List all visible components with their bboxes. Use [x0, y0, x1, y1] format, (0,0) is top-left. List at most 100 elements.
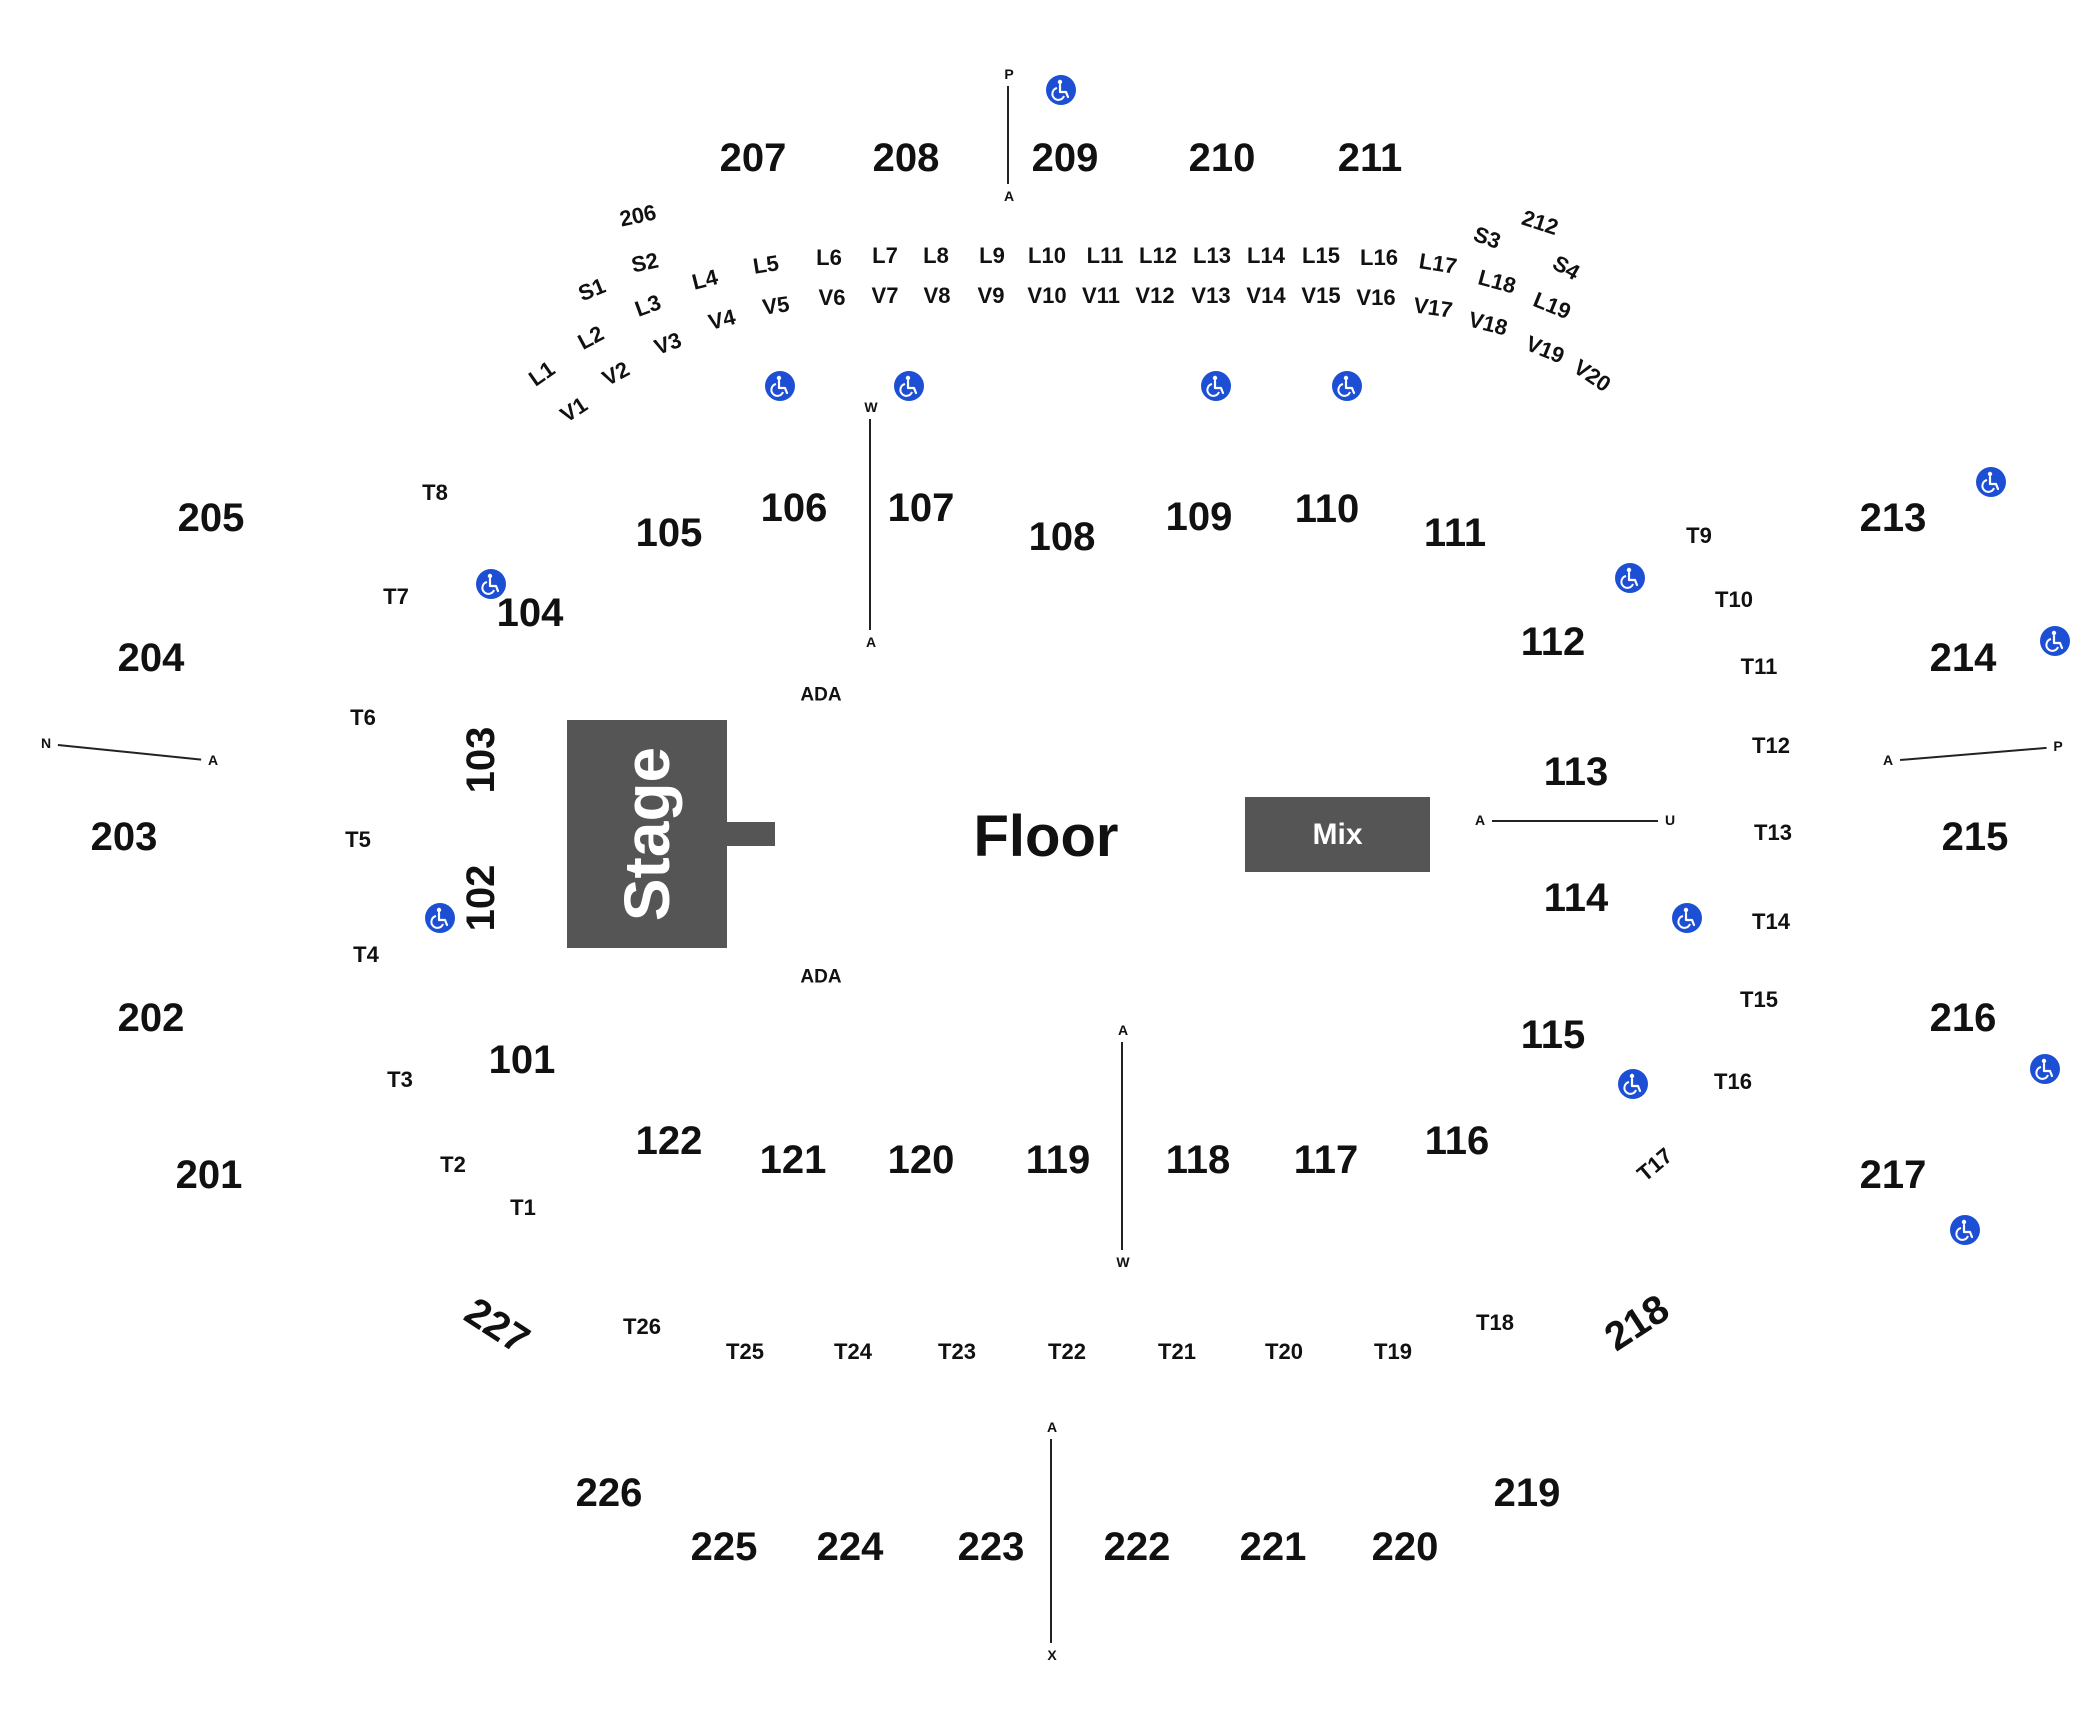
section-214[interactable]: 214: [1929, 636, 1997, 680]
section-113[interactable]: 113: [1543, 750, 1609, 794]
table-section-t1[interactable]: T1: [510, 1195, 536, 1220]
section-121[interactable]: 121: [759, 1138, 827, 1182]
box-v7[interactable]: V7: [871, 283, 899, 308]
section-209[interactable]: 209: [1031, 136, 1099, 180]
section-217[interactable]: 217: [1859, 1153, 1927, 1197]
box-v19[interactable]: V19: [1522, 330, 1569, 369]
box-v16[interactable]: V16: [1356, 285, 1396, 310]
section-227[interactable]: 227: [457, 1289, 537, 1363]
box-l9[interactable]: L9: [979, 243, 1005, 268]
box-l17[interactable]: L17: [1417, 248, 1459, 279]
box-l14[interactable]: L14: [1247, 243, 1285, 268]
section-104[interactable]: 104: [496, 591, 564, 635]
table-section-t21[interactable]: T21: [1158, 1339, 1196, 1364]
section-103[interactable]: 103: [459, 726, 503, 794]
box-v5[interactable]: V5: [760, 291, 791, 320]
section-106[interactable]: 106: [760, 486, 828, 530]
table-section-t25[interactable]: T25: [726, 1339, 764, 1364]
section-122[interactable]: 122: [635, 1119, 703, 1163]
table-section-t6[interactable]: T6: [350, 705, 376, 730]
section-119[interactable]: 119: [1025, 1138, 1091, 1182]
section-114[interactable]: 114: [1543, 876, 1609, 920]
box-s1[interactable]: S1: [574, 272, 609, 307]
box-v13[interactable]: V13: [1191, 283, 1231, 308]
section-203[interactable]: 203: [90, 815, 158, 859]
section-120[interactable]: 120: [887, 1138, 955, 1182]
box-s4[interactable]: S4: [1548, 250, 1585, 286]
table-section-t16[interactable]: T16: [1714, 1069, 1752, 1094]
box-v9[interactable]: V9: [977, 283, 1005, 308]
section-221[interactable]: 221: [1239, 1525, 1307, 1569]
section-110[interactable]: 110: [1294, 487, 1360, 531]
table-section-t18[interactable]: T18: [1476, 1310, 1514, 1335]
section-215[interactable]: 215: [1941, 815, 2009, 859]
section-108[interactable]: 108: [1028, 515, 1096, 559]
section-206[interactable]: 206: [617, 199, 659, 232]
box-l2[interactable]: L2: [573, 320, 608, 355]
section-223[interactable]: 223: [957, 1525, 1025, 1569]
box-v20[interactable]: V20: [1569, 354, 1616, 397]
table-section-t4[interactable]: T4: [353, 942, 379, 967]
table-section-t3[interactable]: T3: [387, 1067, 413, 1092]
table-section-t11[interactable]: T11: [1740, 654, 1778, 679]
table-section-t8[interactable]: T8: [422, 480, 448, 505]
table-section-t2[interactable]: T2: [440, 1152, 466, 1177]
section-213[interactable]: 213: [1859, 496, 1927, 540]
table-section-t15[interactable]: T15: [1740, 987, 1778, 1012]
section-225[interactable]: 225: [690, 1525, 758, 1569]
box-v6[interactable]: V6: [818, 285, 846, 310]
table-section-t23[interactable]: T23: [938, 1339, 976, 1364]
box-v10[interactable]: V10: [1027, 283, 1067, 308]
section-107[interactable]: 107: [887, 486, 955, 530]
box-l1[interactable]: L1: [524, 355, 560, 392]
section-116[interactable]: 116: [1424, 1119, 1490, 1163]
section-210[interactable]: 210: [1188, 136, 1256, 180]
box-v17[interactable]: V17: [1411, 292, 1455, 323]
box-v12[interactable]: V12: [1135, 283, 1175, 308]
box-v3[interactable]: V3: [650, 327, 685, 360]
table-section-t17[interactable]: T17: [1632, 1142, 1678, 1187]
section-205[interactable]: 205: [177, 496, 245, 540]
box-v11[interactable]: V11: [1082, 283, 1120, 308]
section-220[interactable]: 220: [1371, 1525, 1439, 1569]
section-218[interactable]: 218: [1597, 1286, 1677, 1360]
box-l6[interactable]: L6: [816, 245, 842, 270]
box-l8[interactable]: L8: [923, 243, 949, 268]
box-v15[interactable]: V15: [1301, 283, 1341, 308]
box-l10[interactable]: L10: [1028, 243, 1066, 268]
box-s3[interactable]: S3: [1470, 221, 1505, 254]
box-l18[interactable]: L18: [1475, 264, 1519, 299]
table-section-t10[interactable]: T10: [1715, 587, 1753, 612]
section-118[interactable]: 118: [1165, 1138, 1231, 1182]
section-117[interactable]: 117: [1293, 1138, 1359, 1182]
table-section-t7[interactable]: T7: [383, 584, 409, 609]
box-l13[interactable]: L13: [1193, 243, 1231, 268]
box-s2[interactable]: S2: [629, 247, 661, 278]
table-section-t19[interactable]: T19: [1374, 1339, 1412, 1364]
box-l12[interactable]: L12: [1139, 243, 1177, 268]
section-207[interactable]: 207: [719, 136, 787, 180]
table-section-t22[interactable]: T22: [1048, 1339, 1086, 1364]
section-208[interactable]: 208: [872, 136, 940, 180]
table-section-t13[interactable]: T13: [1754, 820, 1792, 845]
box-l7[interactable]: L7: [872, 243, 898, 268]
section-202[interactable]: 202: [117, 996, 185, 1040]
box-l4[interactable]: L4: [689, 264, 721, 295]
section-222[interactable]: 222: [1103, 1525, 1171, 1569]
table-section-t9[interactable]: T9: [1686, 523, 1712, 548]
box-v4[interactable]: V4: [705, 304, 738, 335]
section-201[interactable]: 201: [175, 1153, 243, 1197]
section-204[interactable]: 204: [117, 636, 185, 680]
section-219[interactable]: 219: [1493, 1471, 1561, 1515]
table-section-t14[interactable]: T14: [1752, 909, 1790, 934]
section-115[interactable]: 115: [1520, 1013, 1586, 1057]
box-v18[interactable]: V18: [1466, 306, 1511, 341]
section-216[interactable]: 216: [1929, 996, 1997, 1040]
box-v8[interactable]: V8: [923, 283, 951, 308]
table-section-t20[interactable]: T20: [1265, 1339, 1303, 1364]
table-section-t24[interactable]: T24: [834, 1339, 872, 1364]
box-l15[interactable]: L15: [1302, 243, 1340, 268]
section-212[interactable]: 212: [1518, 204, 1562, 241]
box-v1[interactable]: V1: [555, 391, 592, 428]
section-111[interactable]: 111: [1423, 511, 1487, 555]
